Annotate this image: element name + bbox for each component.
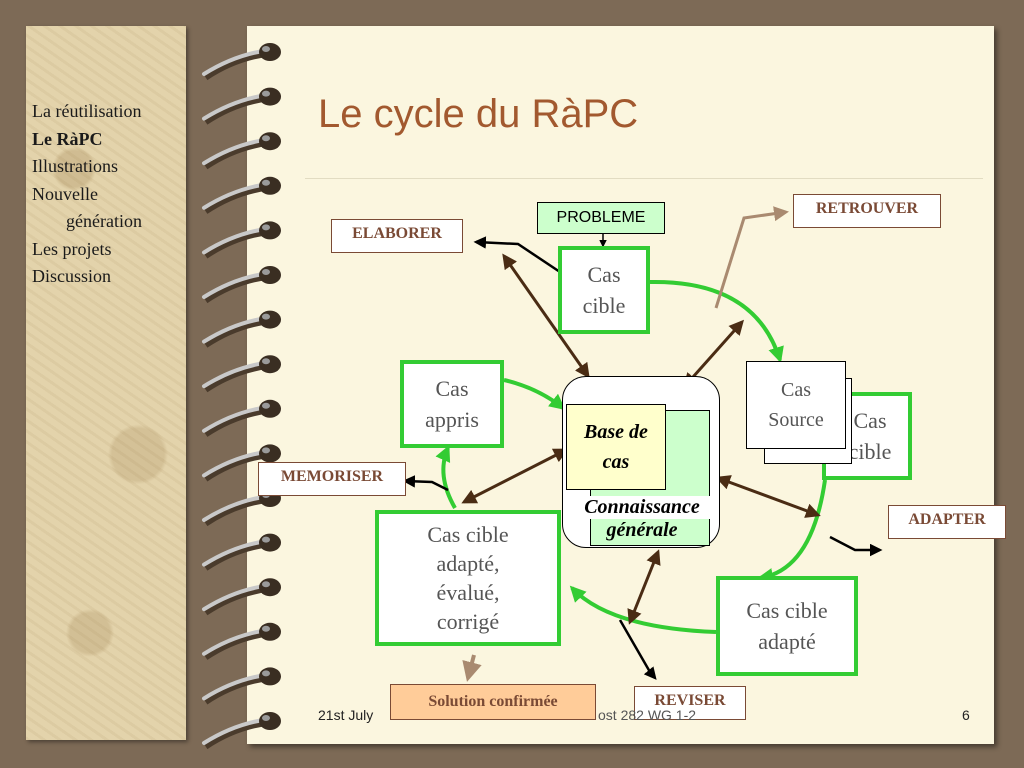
footer-event: ost 282 WG 1-2 xyxy=(598,707,697,723)
link-adapter xyxy=(715,475,821,518)
cas-cible-adapte-line1: Cas cible xyxy=(746,598,828,623)
cas-cible-adapte-evalue-line4: corrigé xyxy=(436,609,500,634)
cas-cible-top-box: Cas cible xyxy=(558,246,650,334)
pointer-solution xyxy=(462,654,482,682)
green-arrow-appris xyxy=(503,378,566,410)
pointer-memoriser xyxy=(402,475,449,492)
nav-item-projets[interactable]: Les projets xyxy=(32,238,112,259)
cas-source-line2: Source xyxy=(768,409,824,431)
green-arrow-reviser xyxy=(569,585,717,634)
reviser-label: REVISER xyxy=(634,686,746,720)
connaissance-line2: générale xyxy=(606,519,678,541)
cas-cible-adapte-line2: adapté xyxy=(758,629,816,654)
nav-item-illustrations[interactable]: Illustrations xyxy=(32,156,118,176)
link-cas-source xyxy=(683,319,744,389)
green-arrow-adapter xyxy=(756,479,827,584)
pointer-reviser xyxy=(618,619,657,680)
page-title: Le cycle du RàPC xyxy=(318,92,639,136)
cas-cible-adapte-box: Cas cible adapté xyxy=(716,576,858,676)
link-cas-cible xyxy=(502,253,590,379)
cas-cible-top-line1: Cas xyxy=(587,262,621,287)
connaissance-generale-label: Connaissance générale xyxy=(566,496,718,542)
nav-item-generation[interactable]: génération xyxy=(66,211,142,231)
link-reviser xyxy=(627,549,661,625)
adapter-label: ADAPTER xyxy=(888,505,1006,539)
cas-cible-adapte-evalue-line3: évalué, xyxy=(436,580,500,605)
green-arrow-retrouver xyxy=(649,279,784,364)
green-arrow-memoriser xyxy=(435,445,457,509)
nav-item-reutilisation[interactable]: La réutilisation xyxy=(32,101,142,121)
cas-source-box: Cas Source xyxy=(746,361,846,449)
cas-cible-adapte-evalue-line1: Cas cible xyxy=(427,522,509,547)
memoriser-label: MEMORISER xyxy=(258,462,406,496)
cas-appris-box: Cas appris xyxy=(400,360,504,448)
base-de-cas-box: Base de cas xyxy=(566,404,666,490)
probleme-label: PROBLEME xyxy=(537,202,665,234)
footer-date: 21st July xyxy=(318,707,374,723)
nav-item-rapc[interactable]: Le RàPC xyxy=(32,128,103,149)
solution-confirmee-label: Solution confirmée xyxy=(390,684,596,720)
base-de-cas-line1: Base de xyxy=(584,421,648,443)
page-number: 6 xyxy=(962,707,970,723)
cas-source-line1: Cas xyxy=(781,379,811,401)
title-divider xyxy=(305,178,983,179)
pointer-adapter xyxy=(829,535,883,557)
cas-cible-right-line1: Cas xyxy=(853,408,887,433)
elaborer-label: ELABORER xyxy=(331,219,463,253)
retrouver-label: RETROUVER xyxy=(793,194,941,228)
cas-cible-adapte-evalue-line2: adapté, xyxy=(436,551,500,576)
cas-cible-right-line2: cible xyxy=(848,439,892,464)
pointer-retrouver xyxy=(714,206,789,309)
cas-appris-line2: appris xyxy=(425,407,479,432)
nav-item-discussion[interactable]: Discussion xyxy=(32,266,112,286)
cas-appris-line1: Cas xyxy=(435,376,469,401)
nav-item-nouvelle[interactable]: Nouvelle xyxy=(32,183,98,204)
nav-list: La réutilisation Le RàPC Illustrations N… xyxy=(32,98,182,291)
cas-cible-adapte-evalue-box: Cas cible adapté, évalué, corrigé xyxy=(375,510,561,646)
pointer-elaborer xyxy=(473,236,573,282)
base-de-cas-line2: cas xyxy=(602,451,630,473)
sidebar-panel: La réutilisation Le RàPC Illustrations N… xyxy=(26,26,186,740)
link-memoriser xyxy=(461,448,569,504)
cas-cible-top-line2: cible xyxy=(582,293,626,318)
connaissance-line1: Connaissance xyxy=(566,496,718,519)
